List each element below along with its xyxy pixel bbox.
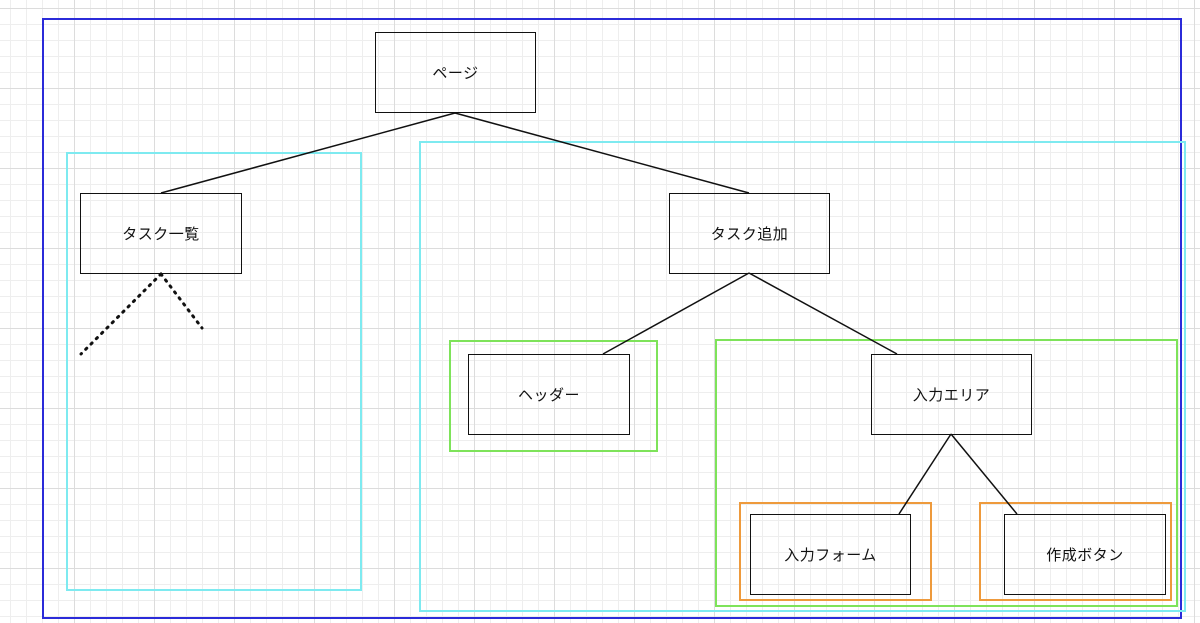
edge-input-area-to-create-button: [950, 433, 1018, 515]
node-task-add: タスク追加: [669, 193, 830, 274]
node-task-list-label: タスク一覧: [122, 225, 200, 243]
node-input-form-label: 入力フォーム: [784, 546, 877, 564]
edge-task-add-to-input-area: [748, 272, 898, 355]
node-page: ページ: [375, 32, 536, 113]
edge-page-to-task-list: [160, 112, 456, 194]
node-task-add-label: タスク追加: [710, 225, 789, 243]
node-input-area: 入力エリア: [871, 354, 1032, 435]
node-header: ヘッダー: [468, 354, 630, 435]
edge-task-add-to-header: [602, 272, 750, 355]
dotted-edge-task-list-left: [79, 272, 163, 356]
node-page-label: ページ: [432, 64, 479, 82]
node-create-button: 作成ボタン: [1004, 514, 1166, 595]
create-button-group-frame: [979, 502, 1172, 601]
edge-page-to-task-add: [454, 112, 750, 194]
input-form-group-frame: [739, 502, 932, 601]
page-frame: [42, 18, 1182, 619]
node-input-form: 入力フォーム: [750, 514, 911, 595]
input-area-group-frame: [715, 339, 1178, 607]
task-add-group-frame: [419, 141, 1186, 612]
node-input-area-label: 入力エリア: [912, 386, 991, 404]
node-header-label: ヘッダー: [517, 386, 580, 404]
node-task-list: タスク一覧: [80, 193, 242, 274]
header-group-frame: [449, 340, 658, 452]
node-create-button-label: 作成ボタン: [1046, 546, 1124, 564]
edge-input-area-to-input-form: [898, 433, 952, 515]
dotted-edge-task-list-right: [159, 272, 204, 330]
task-list-group-frame: [66, 152, 362, 591]
